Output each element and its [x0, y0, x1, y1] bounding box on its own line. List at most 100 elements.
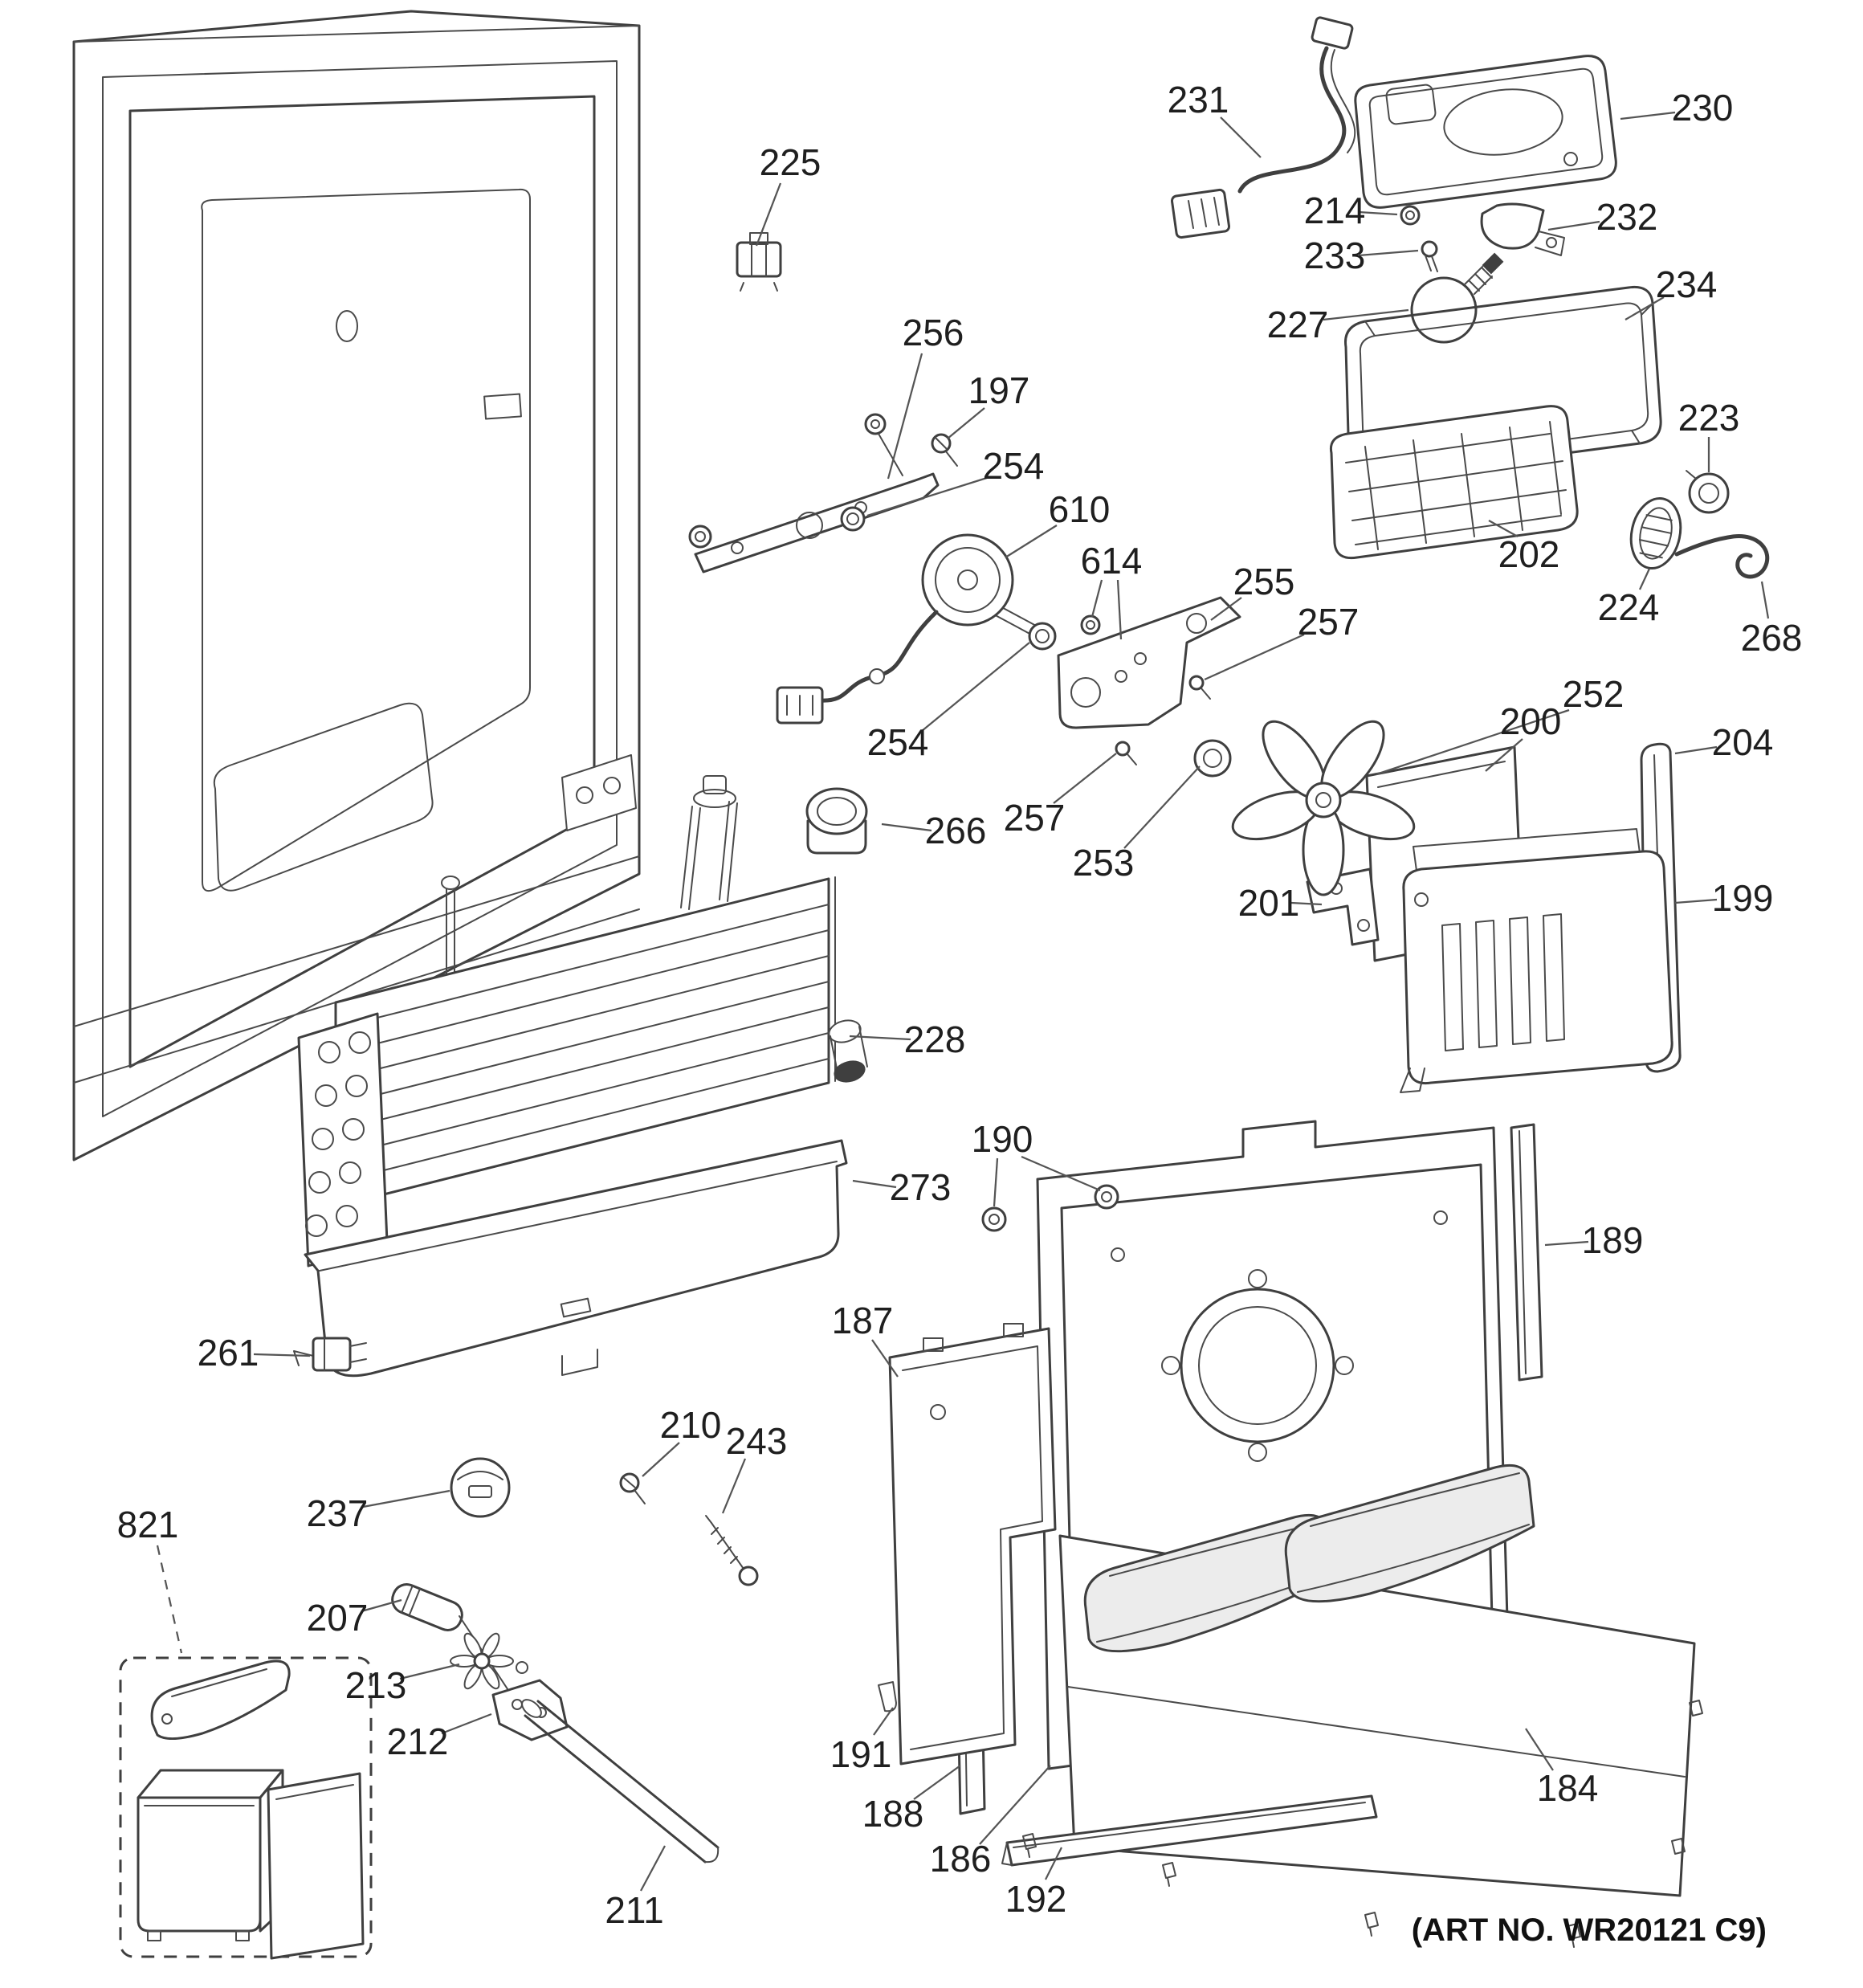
evaporator-fan-motor	[776, 533, 1038, 725]
part-callout-230: 230	[1672, 87, 1734, 129]
strip-nut	[840, 506, 866, 532]
leader-line-614	[1090, 579, 1103, 618]
fan-opening	[1180, 1288, 1335, 1443]
part-callout-210: 210	[660, 1404, 722, 1446]
bracket-screw-lower	[1115, 741, 1137, 765]
part-callout-190: 190	[972, 1118, 1033, 1160]
leader-line-213	[399, 1663, 460, 1680]
motor-bracket	[1057, 596, 1241, 729]
wire-harness	[1170, 16, 1356, 239]
part-callout-212: 212	[387, 1721, 449, 1762]
leader-line-257	[1053, 753, 1117, 804]
part-callout-187: 187	[832, 1300, 894, 1341]
leader-line-614-1	[1116, 579, 1123, 640]
heater-harness-connector	[293, 1337, 367, 1372]
part-callout-186: 186	[930, 1838, 992, 1880]
motor-grommet	[1028, 622, 1057, 651]
part-callout-243: 243	[726, 1420, 788, 1462]
part-callout-227: 227	[1267, 304, 1329, 345]
leader-line-253	[1123, 765, 1201, 849]
impeller	[450, 1632, 514, 1690]
part-callout-232: 232	[1596, 196, 1658, 238]
leader-line-234	[1625, 296, 1665, 320]
liner-hole	[336, 310, 358, 342]
part-callout-268: 268	[1741, 617, 1803, 659]
leader-line-214	[1358, 210, 1398, 216]
leader-line-201	[1290, 901, 1323, 906]
leader-line-184	[1525, 1728, 1554, 1771]
leader-line-273	[852, 1179, 897, 1189]
leader-line-192	[1044, 1847, 1063, 1880]
part-callout-189: 189	[1582, 1219, 1644, 1261]
leader-line-266	[881, 823, 932, 832]
liner-slot	[483, 393, 522, 420]
leader-line-212	[441, 1712, 492, 1735]
leader-line-227	[1323, 308, 1409, 321]
leader-line-187	[871, 1339, 899, 1378]
part-callout-197: 197	[968, 369, 1030, 411]
part-callout-228: 228	[904, 1018, 966, 1060]
assembly-boundary	[119, 1656, 373, 1958]
leader-line-190-1	[1021, 1155, 1101, 1192]
part-callout-253: 253	[1073, 842, 1135, 884]
part-callout-256: 256	[903, 312, 964, 353]
bracket-grommet	[1193, 739, 1232, 778]
leader-line-237	[362, 1489, 450, 1508]
leader-line-257	[1204, 633, 1305, 681]
defrost-thermostat	[450, 1457, 511, 1518]
part-callout-255: 255	[1233, 561, 1295, 602]
ice-bin	[137, 1769, 284, 1941]
part-callout-257: 257	[1004, 797, 1066, 839]
leader-line-190	[993, 1157, 999, 1207]
bottom-cover	[1058, 1463, 1696, 1897]
leader-line-188	[913, 1765, 961, 1800]
leader-line-189	[1544, 1240, 1589, 1247]
strip-screw	[931, 433, 958, 467]
part-callout-191: 191	[830, 1733, 892, 1775]
screw-243	[705, 1515, 759, 1586]
bin-side-panel	[267, 1772, 365, 1960]
part-callout-188: 188	[862, 1793, 924, 1835]
panel-grommets	[981, 1184, 1119, 1232]
leader-line-821	[156, 1545, 183, 1654]
part-callout-211: 211	[605, 1889, 663, 1931]
bottom-rail	[1001, 1794, 1378, 1867]
leader-line-186	[979, 1765, 1051, 1845]
part-callout-257: 257	[1298, 601, 1360, 643]
part-callout-237: 237	[307, 1492, 369, 1534]
leader-line-207	[361, 1598, 402, 1613]
water-fill-tube	[391, 1583, 463, 1631]
thermostat-cap	[1686, 470, 1730, 514]
crisper-shelf-right	[1284, 1463, 1535, 1603]
leader-line-243	[721, 1458, 747, 1514]
leader-line-232	[1547, 220, 1600, 231]
duct-clip	[878, 1681, 897, 1712]
part-callout-223: 223	[1678, 397, 1740, 439]
drip-tray	[1329, 405, 1579, 560]
part-callout-207: 207	[307, 1597, 369, 1639]
sensor-clip-wire	[1674, 534, 1770, 579]
part-callout-225: 225	[760, 141, 821, 183]
drain-tube	[521, 1699, 720, 1863]
freezer-liner	[72, 10, 641, 1161]
leader-line-225	[755, 182, 782, 247]
ice-scoop	[150, 1659, 291, 1740]
part-callout-821: 821	[117, 1504, 179, 1545]
hinge-bracket	[561, 754, 637, 831]
leader-line-254	[921, 642, 1030, 732]
leader-line-254	[866, 476, 990, 517]
part-callout-213: 213	[345, 1664, 407, 1706]
part-callout-201: 201	[1238, 882, 1300, 924]
part-callout-192: 192	[1005, 1878, 1067, 1920]
ice-bin-assembly	[119, 1656, 373, 1960]
part-callout-231: 231	[1168, 79, 1229, 120]
part-callout-184: 184	[1537, 1767, 1599, 1809]
part-callout-252: 252	[1563, 673, 1625, 715]
mounting-clips	[1022, 1700, 1703, 1948]
leader-line-255	[1210, 597, 1242, 621]
leader-line-261	[253, 1353, 311, 1357]
